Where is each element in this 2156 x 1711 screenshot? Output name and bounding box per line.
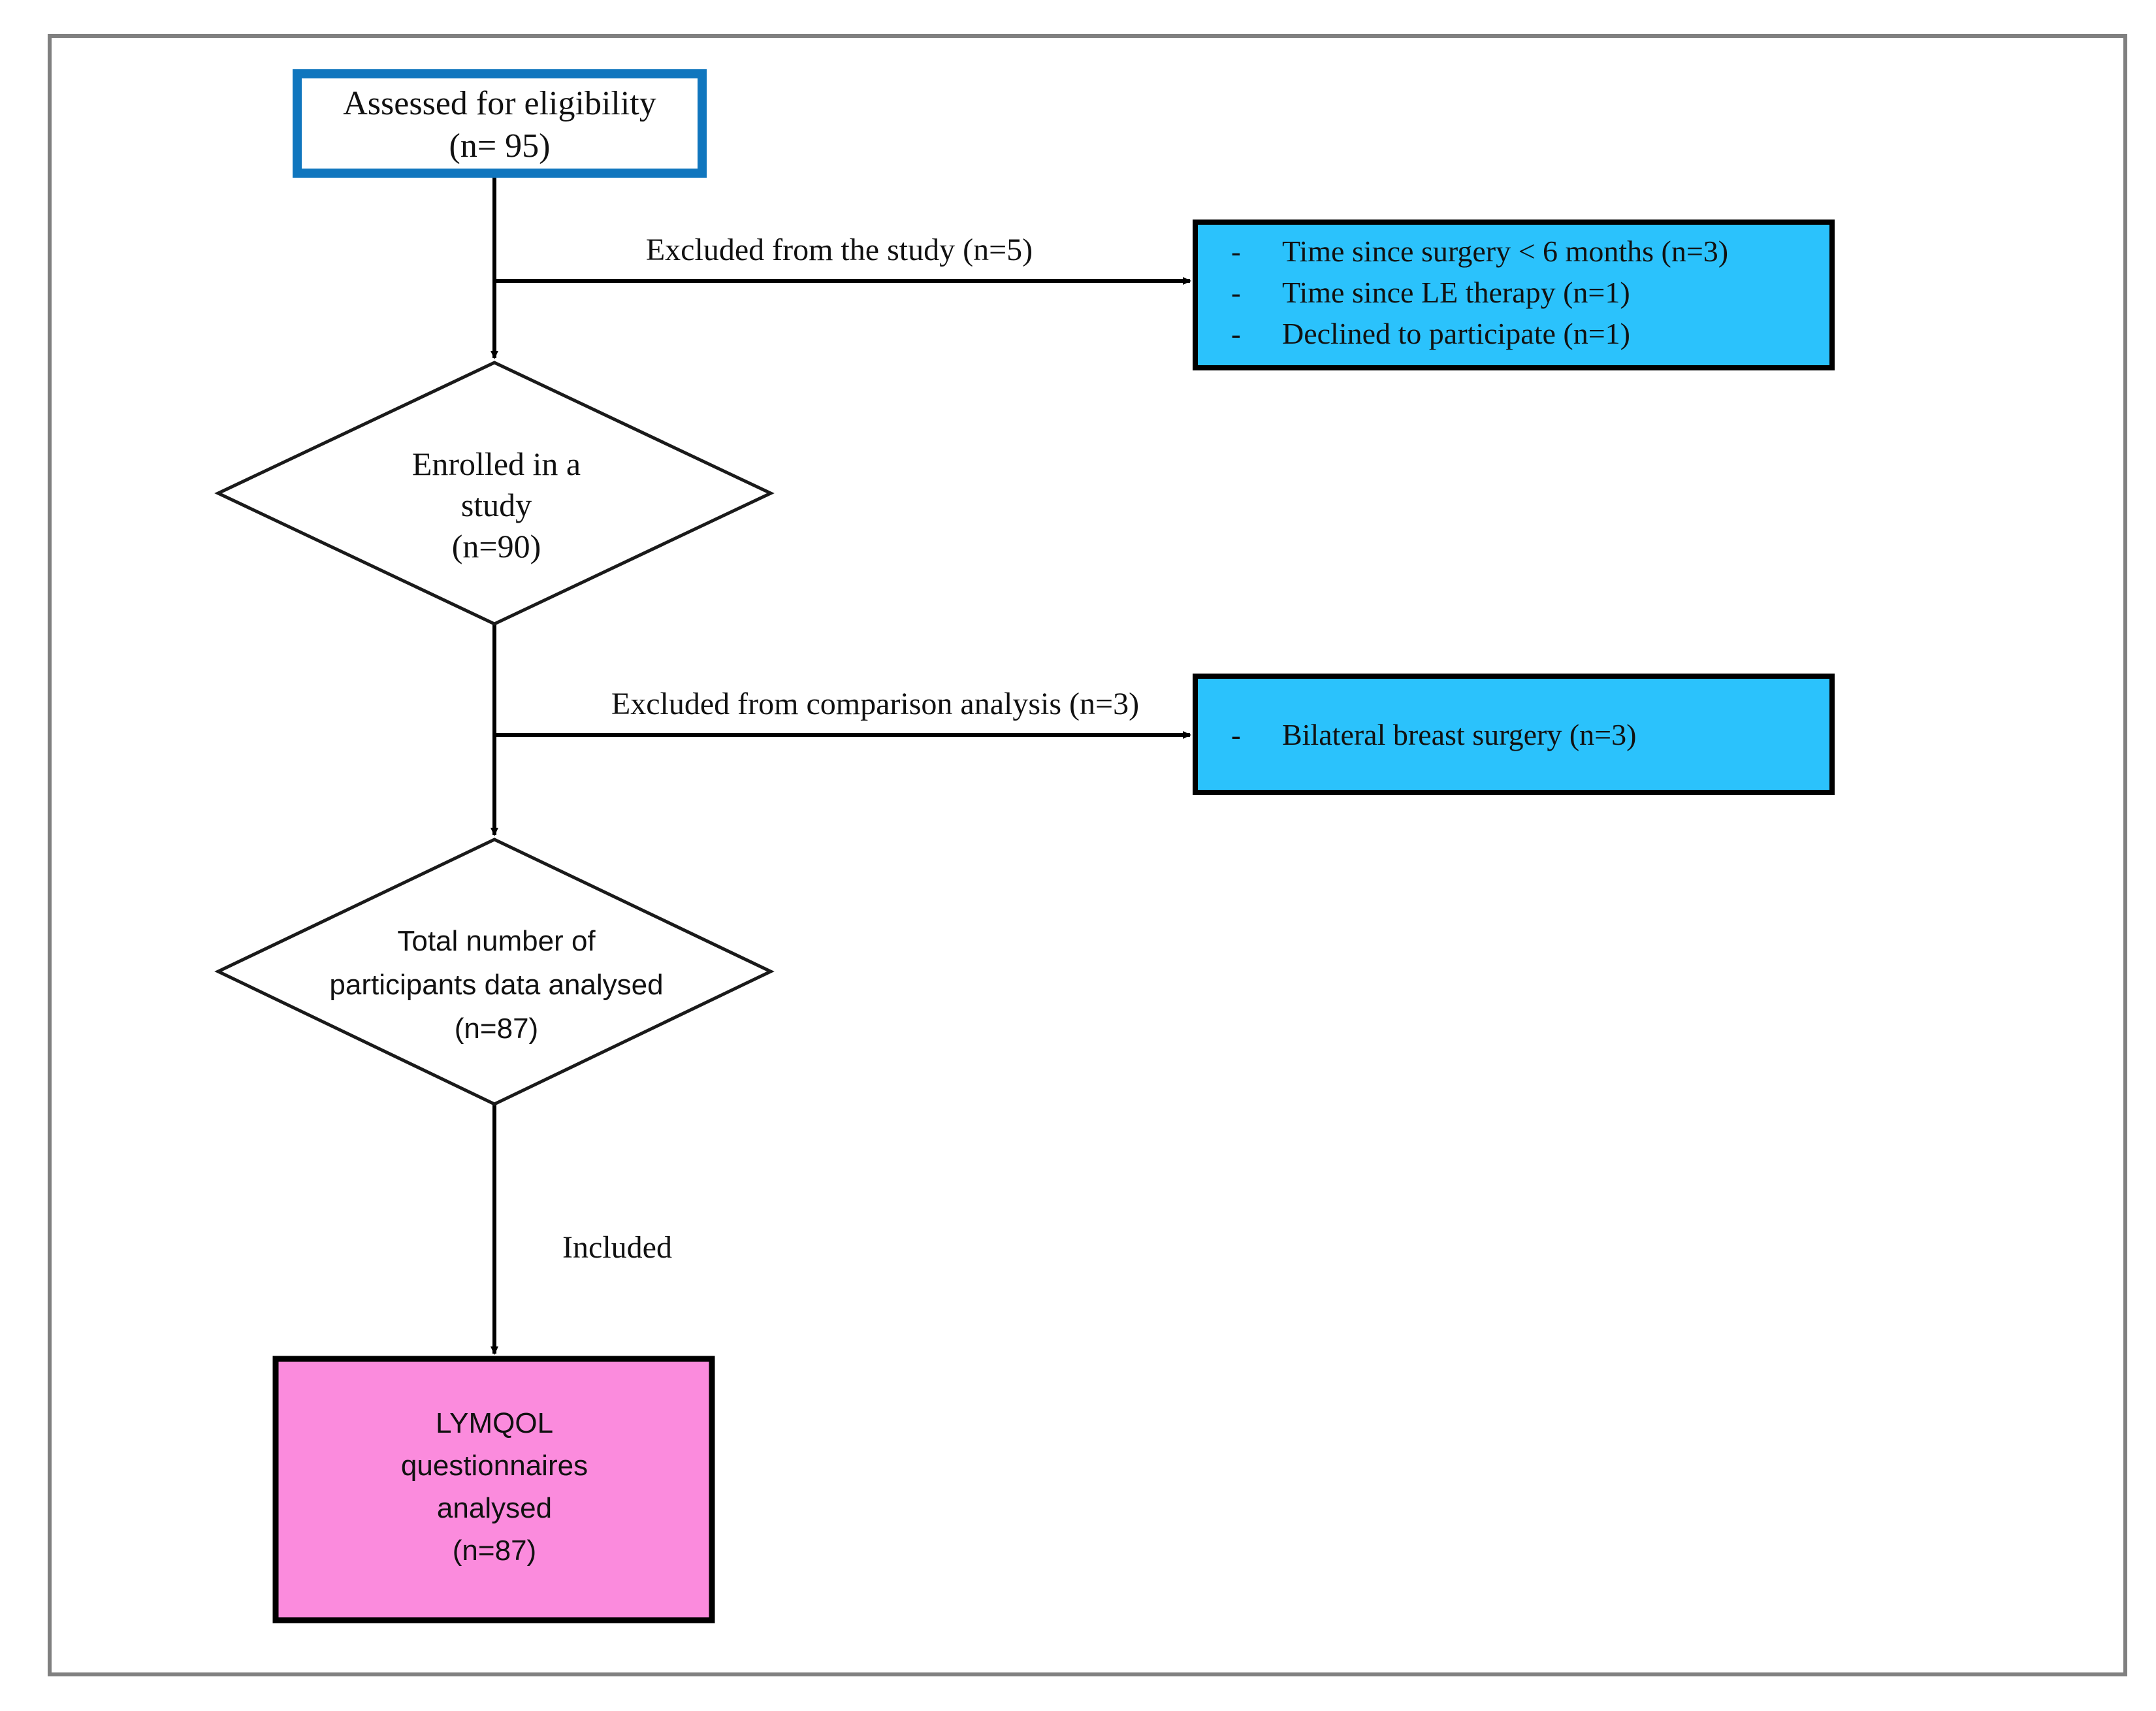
node-analysed-line3: (n=87) (455, 1013, 538, 1045)
edge-label-included: Included (562, 1230, 672, 1265)
excluded-comparison-item-1: Bilateral breast surgery (n=3) (1282, 718, 1636, 751)
node-lymqol-line2: questionnaires (401, 1450, 588, 1482)
excluded-study-item-2: Time since LE therapy (n=1) (1282, 276, 1630, 309)
bullet-marker-2: - (1231, 277, 1241, 309)
node-enrolled-line1: Enrolled in a (412, 446, 581, 482)
node-enrolled-diamond[interactable] (214, 361, 775, 626)
excluded-study-item-3: Declined to participate (n=1) (1282, 317, 1630, 350)
node-assessed-line1: Assessed for eligibility (343, 85, 656, 122)
node-lymqol-line4: (n=87) (453, 1535, 536, 1567)
node-analysed-line1: Total number of (397, 925, 596, 957)
bullet-marker-3: - (1231, 318, 1241, 350)
node-enrolled-line2: study (461, 487, 532, 523)
node-analysed-diamond[interactable] (214, 838, 775, 1106)
node-analysed-line2: participants data analysed (329, 969, 663, 1001)
bullet-marker-4: - (1231, 719, 1241, 751)
node-excluded-comparison-box[interactable] (1193, 674, 1835, 795)
node-assessed-line2: (n= 95) (449, 127, 551, 165)
node-lymqol-line3: analysed (437, 1492, 552, 1524)
node-excluded-study-box[interactable] (1193, 220, 1835, 370)
node-lymqol-box[interactable] (272, 1356, 715, 1623)
excluded-study-item-1: Time since surgery < 6 months (n=3) (1282, 235, 1728, 268)
bullet-marker-1: - (1231, 236, 1241, 268)
node-lymqol-line1: LYMQOL (436, 1407, 553, 1439)
edge-label-excluded-comparison: Excluded from comparison analysis (n=3) (611, 687, 1139, 721)
node-assessed-for-eligibility-box[interactable] (293, 69, 707, 178)
edge-label-excluded-study: Excluded from the study (n=5) (646, 233, 1033, 267)
node-enrolled-line3: (n=90) (452, 528, 541, 564)
